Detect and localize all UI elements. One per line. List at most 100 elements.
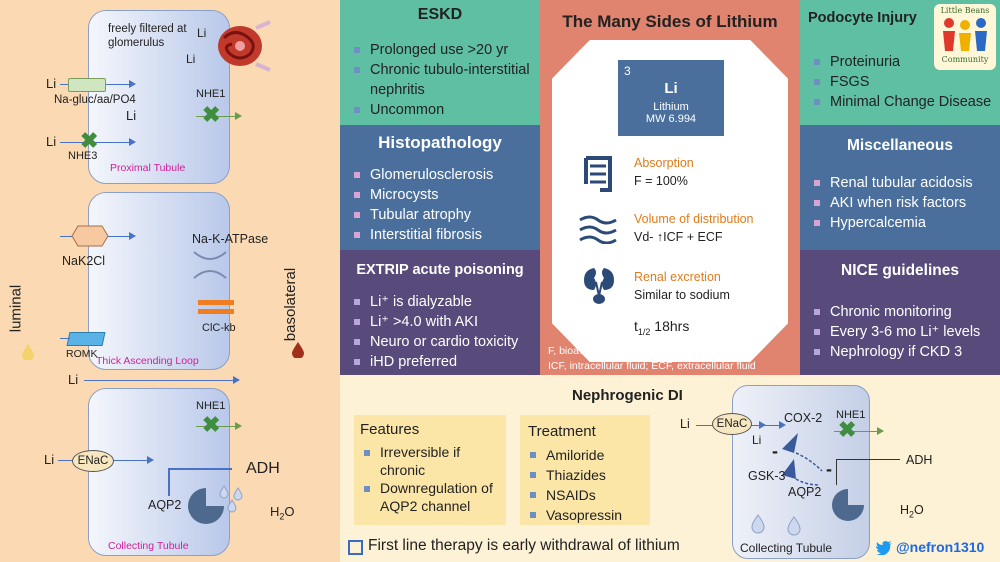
ndi-nhe1-block-icon: ✖ bbox=[838, 417, 857, 442]
glomerulus-icon bbox=[218, 20, 271, 72]
ct-li-label: Li bbox=[44, 452, 55, 467]
pt-nhe1-arrow bbox=[196, 112, 242, 120]
nakatpase-label: Na-K-ATPase bbox=[192, 232, 269, 246]
pt-filtered-label: freely filtered at glomerulus bbox=[108, 23, 187, 49]
list-item: Microcysts bbox=[348, 185, 530, 205]
nhe3-label: NHE3 bbox=[68, 150, 98, 162]
na-gluc-transporter bbox=[68, 78, 106, 92]
element-mw: MW 6.994 bbox=[645, 113, 697, 125]
histopathology-panel: Histopathology Glomerulosclerosis Microc… bbox=[340, 125, 540, 250]
collecting-tubule-label: Collecting Tubule bbox=[108, 540, 189, 552]
pt-li-inside: Li bbox=[126, 108, 137, 123]
list-item: Neuro or cardio toxicity bbox=[348, 332, 530, 352]
treatment-list: Amiloride Thiazides NSAIDs Vasopressin bbox=[524, 445, 648, 525]
logo-figures-icon bbox=[943, 18, 987, 51]
miscellaneous-title: Miscellaneous bbox=[847, 137, 953, 154]
ndi-enac-channel: ENaC bbox=[712, 413, 752, 435]
ndi-collecting-tubule-label: Collecting Tubule bbox=[740, 541, 833, 555]
proximal-tubule-cell bbox=[88, 10, 230, 184]
features-title: Features bbox=[360, 421, 420, 438]
eskd-title: ESKD bbox=[417, 6, 463, 23]
abbreviation-footnote-1: F, bioavailability; Vd, volume of distri… bbox=[548, 345, 746, 357]
absorption-value: F = 100% bbox=[634, 174, 688, 188]
distribution-icon bbox=[579, 215, 617, 244]
extrip-title: EXTRIP acute poisoning bbox=[356, 262, 524, 278]
adh-signal-line bbox=[168, 468, 232, 470]
distribution-title: Volume of distribution bbox=[634, 212, 754, 226]
li-loop-bottom-arrow bbox=[84, 376, 240, 384]
list-item: Glomerulosclerosis bbox=[348, 165, 530, 185]
list-item: NSAIDs bbox=[524, 485, 648, 505]
list-item: Li⁺ >4.0 with AKI bbox=[348, 312, 530, 332]
list-item: Vasopressin bbox=[524, 505, 648, 525]
miscellaneous-panel: Miscellaneous Renal tubular acidosis AKI… bbox=[800, 125, 1000, 250]
element-number: 3 bbox=[624, 64, 631, 78]
treatment-box bbox=[520, 415, 650, 525]
thick-ascending-loop-cell bbox=[88, 192, 230, 370]
treatment-title: Treatment bbox=[528, 423, 596, 440]
histopathology-title: Histopathology bbox=[378, 133, 502, 152]
list-item: Proteinuria bbox=[808, 52, 994, 72]
ndi-h2o-label: H2O bbox=[900, 503, 924, 520]
ct-aqp2-label: AQP2 bbox=[148, 498, 182, 512]
ct-nhe1-block-icon: ✖ bbox=[202, 412, 221, 437]
intestine-icon bbox=[584, 156, 612, 192]
ndi-adh-line-down bbox=[836, 459, 837, 485]
checkbox-icon bbox=[348, 540, 363, 555]
basolateral-label: basolateral bbox=[282, 267, 300, 342]
pt-nhe1-block-icon: ✖ bbox=[202, 102, 221, 127]
ndi-aqp2-label: AQP2 bbox=[788, 485, 822, 499]
features-box bbox=[354, 415, 506, 525]
list-item: Downregulation of AQP2 channel bbox=[358, 479, 508, 515]
clckb-label: ClC-kb bbox=[202, 322, 236, 334]
pt-li-nhe3: Li bbox=[46, 134, 57, 149]
ndi-enac-arrow bbox=[752, 421, 786, 429]
pt-li-left: Li bbox=[46, 76, 57, 91]
list-item: FSGS bbox=[808, 72, 994, 92]
nakatpase-icon bbox=[193, 251, 227, 279]
ndi-adh-label: ADH bbox=[906, 453, 933, 467]
element-tile: 3 Li Lithium MW 6.994 bbox=[618, 60, 724, 136]
features-list: Irreversible if chronic Downregulation o… bbox=[358, 443, 508, 515]
ndi-gsk3-label: GSK-3 bbox=[748, 469, 786, 483]
logo-top-text: Little Beans bbox=[940, 6, 990, 15]
collecting-tubule-cell bbox=[88, 388, 230, 556]
nak2cl-transporter-icon bbox=[71, 225, 109, 247]
pt-nhe1-label: NHE1 bbox=[196, 88, 226, 100]
nice-title: NICE guidelines bbox=[841, 262, 959, 279]
renal-excretion-title: Renal excretion bbox=[634, 270, 721, 284]
ndi-li-inside: Li bbox=[752, 433, 762, 447]
adh-signal-down bbox=[168, 468, 170, 496]
ndi-minus-1: - bbox=[772, 441, 778, 461]
extrip-list: Li⁺ is dialyzable Li⁺ >4.0 with AKI Neur… bbox=[348, 292, 530, 372]
pt-li-glom-2: Li bbox=[186, 52, 196, 66]
proximal-tubule-label: Proximal Tubule bbox=[110, 162, 186, 174]
list-item: Nephrology if CKD 3 bbox=[808, 342, 996, 362]
twitter-handle[interactable]: @nefron1310 bbox=[896, 539, 985, 555]
left-physiology-panel: freely filtered at glomerulus Li Li Li N… bbox=[0, 0, 340, 562]
nak2cl-label: NaK2Cl bbox=[62, 254, 106, 268]
list-item: AKI when risk factors bbox=[808, 193, 996, 213]
list-item: Tubular atrophy bbox=[348, 205, 530, 225]
list-item: Minimal Change Disease bbox=[808, 92, 994, 112]
nice-panel: NICE guidelines Chronic monitoring Every… bbox=[800, 250, 1000, 375]
ct-enac-channel: ENaC bbox=[72, 450, 114, 472]
list-item: iHD preferred bbox=[348, 352, 530, 372]
first-line-therapy: First line therapy is early withdrawal o… bbox=[368, 537, 680, 554]
ndi-cox2-label: COX-2 bbox=[784, 411, 823, 425]
thick-ascending-loop-label: Thick Ascending Loop bbox=[96, 355, 199, 367]
ct-aqp2-channel-icon bbox=[188, 488, 224, 524]
podocyte-title: Podocyte Injury bbox=[808, 10, 917, 26]
logo-bottom-text: Community bbox=[941, 55, 989, 64]
list-item: Irreversible if chronic bbox=[358, 443, 508, 479]
list-item: Amiloride bbox=[524, 445, 648, 465]
element-symbol: Li bbox=[664, 80, 678, 97]
list-item: Li⁺ is dialyzable bbox=[348, 292, 530, 312]
eskd-list: Prolonged use >20 yr Chronic tubulo-inte… bbox=[348, 40, 530, 120]
list-item: Prolonged use >20 yr bbox=[348, 40, 530, 60]
basolateral-drop-icon bbox=[292, 342, 304, 358]
ndi-inhibition-lines bbox=[782, 433, 823, 486]
romk-channel-icon bbox=[66, 332, 106, 346]
romk-label: ROMK bbox=[66, 348, 98, 360]
ndi-nhe1-arrow bbox=[834, 427, 884, 435]
